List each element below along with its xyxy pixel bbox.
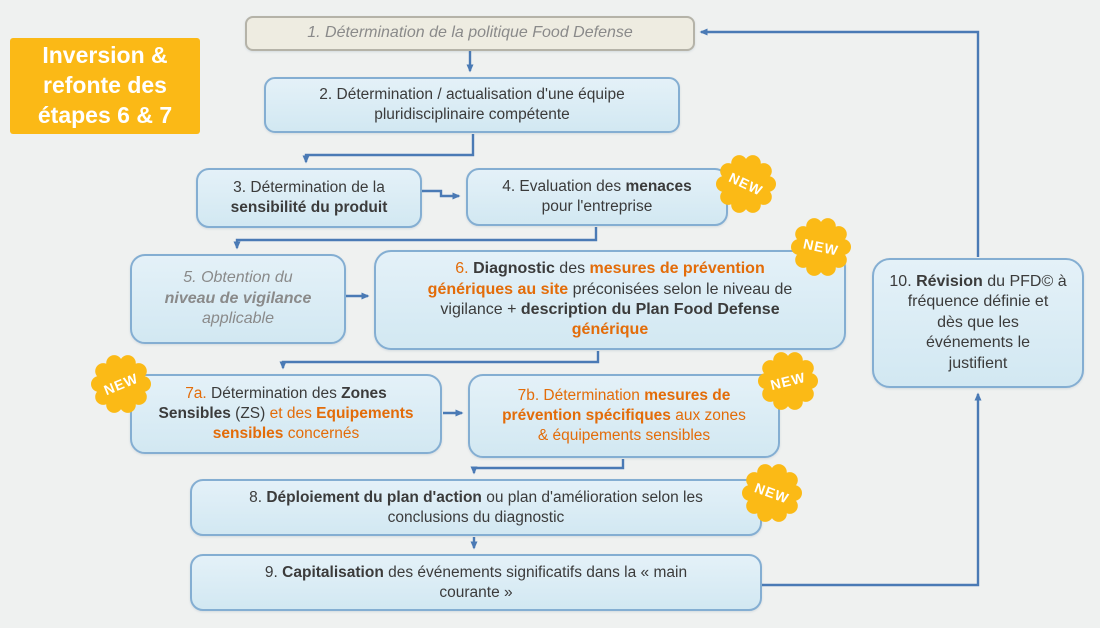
arrow-step4-to-step5: [233, 227, 598, 250]
step-4-box: 4. Evaluation des menaces pour l'entrepr…: [466, 168, 728, 226]
step-3-label: 3. Détermination de la sensibilité du pr…: [230, 179, 388, 216]
arrow-step9-to-step10: [760, 392, 982, 587]
new-badge-seal-icon: NEW: [758, 352, 818, 410]
step-1-label: 1. Détermination de la politique Food De…: [307, 24, 633, 42]
step-6-box: 6. Diagnostic des mesures de prévention …: [374, 250, 846, 350]
step-2-label: 2. Détermination / actualisation d'une é…: [319, 86, 625, 123]
arrow-step6-to-step7a: [279, 351, 600, 370]
step-7a-label: 7a. Détermination des Zones Sensibles (Z…: [158, 385, 414, 442]
step-7b-box: 7b. Détermination mesures de prévention …: [468, 374, 780, 458]
step-8-label: 8. Déploiement du plan d'action ou plan …: [249, 488, 703, 526]
svg-text:NEW: NEW: [802, 235, 840, 258]
new-badge-step-7a: NEW: [89, 352, 153, 416]
step-4-label: 4. Evaluation des menaces pour l'entrepr…: [502, 178, 692, 215]
new-badge-step-7b: NEW: [756, 349, 820, 413]
new-badge-step-6: NEW: [789, 215, 853, 279]
arrow-step2-to-step3: [302, 134, 475, 164]
step-5-label: 5. Obtention du niveau de vigilance appl…: [164, 269, 312, 328]
step-9-label: 9. Capitalisation des événements signifi…: [264, 563, 688, 601]
note-inversion-refonte: Inversion & refonte des étapes 6 & 7: [10, 38, 200, 134]
new-badge-seal-icon: NEW: [716, 155, 776, 213]
step-9-box: 9. Capitalisation des événements signifi…: [190, 554, 762, 611]
arrow-step10-to-step1: [699, 28, 980, 257]
step-5-box: 5. Obtention du niveau de vigilance appl…: [130, 254, 346, 344]
step-7b-label: 7b. Détermination mesures de prévention …: [502, 387, 746, 444]
step-1-box: 1. Détermination de la politique Food De…: [245, 16, 695, 51]
new-badge-seal-icon: NEW: [742, 464, 802, 522]
new-badge-step-4: NEW: [714, 152, 778, 216]
step-6-label: 6. Diagnostic des mesures de prévention …: [427, 260, 793, 339]
step-10-label: 10. Révision du PFD© à fréquence définie…: [889, 272, 1067, 372]
step-3-box: 3. Détermination de la sensibilité du pr…: [196, 168, 422, 228]
new-badge-seal-icon: NEW: [91, 355, 151, 413]
step-2-box: 2. Détermination / actualisation d'une é…: [264, 77, 680, 133]
new-badge-seal-icon: NEW: [791, 218, 851, 276]
new-badge-step-8: NEW: [740, 461, 804, 525]
step-10-box: 10. Révision du PFD© à fréquence définie…: [872, 258, 1084, 388]
step-8-box: 8. Déploiement du plan d'action ou plan …: [190, 479, 762, 536]
arrow-step7b-to-step8: [470, 459, 625, 475]
arrow-step3-to-step4: [421, 189, 461, 200]
step-7a-box: 7a. Détermination des Zones Sensibles (Z…: [130, 374, 442, 454]
